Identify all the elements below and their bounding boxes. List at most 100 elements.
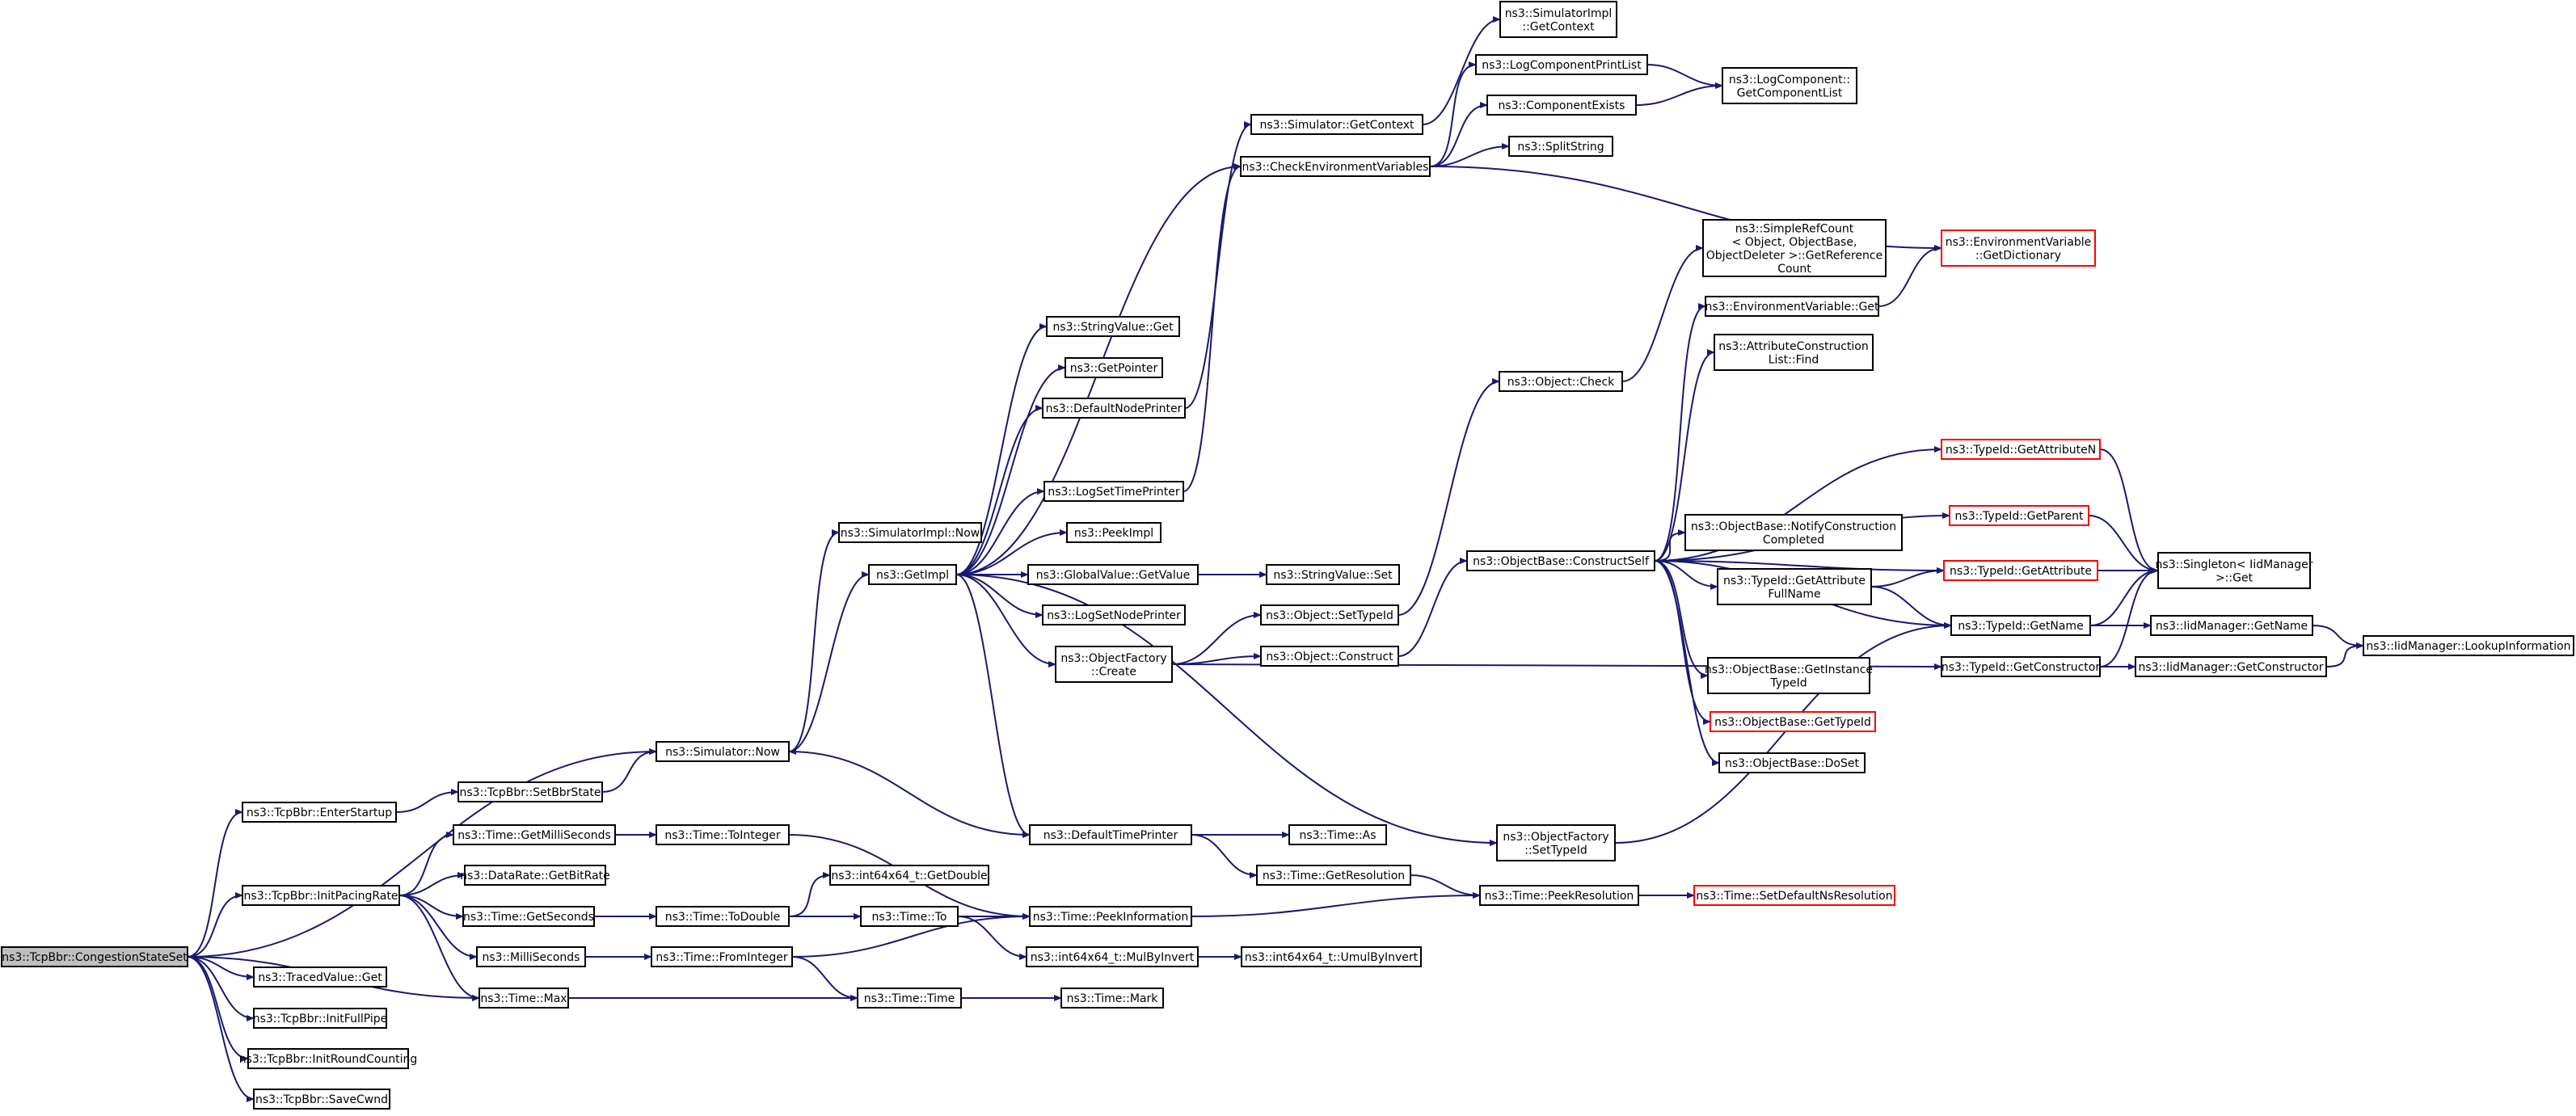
node-get-milli-seconds[interactable]: ns3::Time::GetMilliSeconds (453, 824, 616, 845)
node-box (1499, 1, 1617, 38)
node-box (1046, 316, 1180, 337)
node-get-impl[interactable]: ns3::GetImpl (868, 564, 957, 585)
node-type-id-get-name[interactable]: ns3::TypeId::GetName (1950, 615, 2091, 636)
node-object-set-type-id[interactable]: ns3::Object::SetTypeId (1260, 604, 1399, 625)
node-environment-variable-get-dictionary[interactable]: ns3::EnvironmentVariable::GetDictionary (1941, 230, 2096, 267)
node-string-value-set[interactable]: ns3::StringValue::Set (1266, 564, 1400, 585)
node-get-bit-rate[interactable]: ns3::DataRate::GetBitRate (460, 865, 610, 886)
node-simulator-impl-get-context[interactable]: ns3::SimulatorImpl::GetContext (1499, 1, 1617, 38)
node-simulator-get-context[interactable]: ns3::Simulator::GetContext (1250, 114, 1423, 135)
node-label: ns3::Time::PeekResolution (1485, 890, 1634, 903)
node-label: ns3::SimulatorImpl::Now (841, 527, 980, 540)
node-simple-ref-count[interactable]: ns3::SimpleRefCount< Object, ObjectBase,… (1702, 219, 1887, 277)
node-time-mark[interactable]: ns3::Time::Mark (1060, 988, 1164, 1009)
node-time-time[interactable]: ns3::Time::Time (857, 988, 962, 1009)
node-label: ns3::MilliSeconds (483, 951, 580, 964)
node-time-max[interactable]: ns3::Time::Max (479, 988, 569, 1009)
node-peek-resolution[interactable]: ns3::Time::PeekResolution (1479, 885, 1639, 906)
node-iid-manager-lookup-information[interactable]: ns3::IidManager::LookupInformation (2363, 635, 2574, 656)
node-init-full-pipe[interactable]: ns3::TcpBbr::InitFullPipe (253, 1008, 388, 1029)
node-umul-by-invert[interactable]: ns3::int64x64_t::UmulByInvert (1241, 946, 1422, 967)
node-get-double[interactable]: ns3::int64x64_t::GetDouble (829, 865, 989, 886)
node-component-exists[interactable]: ns3::ComponentExists (1486, 95, 1637, 116)
node-object-factory-create[interactable]: ns3::ObjectFactory::Create (1055, 646, 1173, 683)
node-iid-manager-get-name[interactable]: ns3::IidManager::GetName (2150, 615, 2313, 636)
edge-object-construct-to-object-base-construct-self (1398, 558, 1468, 657)
node-object-construct[interactable]: ns3::Object::Construct (1260, 646, 1399, 667)
node-label: ns3::Time::GetResolution (1263, 870, 1405, 882)
node-log-set-time-printer[interactable]: ns3::LogSetTimePrinter (1043, 481, 1184, 502)
node-type-id-get-parent[interactable]: ns3::TypeId::GetParent (1949, 505, 2089, 526)
node-enter-startup[interactable]: ns3::TcpBbr::EnterStartup (242, 802, 397, 823)
node-time-as[interactable]: ns3::Time::As (1288, 824, 1387, 845)
node-simulator-now[interactable]: ns3::Simulator::Now (656, 741, 790, 762)
node-log-component-get-component-list[interactable]: ns3::LogComponent::GetComponentList (1722, 67, 1857, 104)
node-label: ns3::ObjectFactory (1060, 652, 1166, 665)
node-set-bbr-state[interactable]: ns3::TcpBbr::SetBbrState (457, 781, 603, 802)
node-label: ns3::Time::ToDouble (665, 911, 781, 924)
node-mul-by-invert[interactable]: ns3::int64x64_t::MulByInvert (1026, 946, 1199, 967)
edge-default-time-printer-to-get-resolution (1191, 834, 1258, 878)
node-get-seconds[interactable]: ns3::Time::GetSeconds (462, 906, 595, 927)
node-save-cwnd[interactable]: ns3::TcpBbr::SaveCwnd (253, 1089, 390, 1110)
node-peek-impl[interactable]: ns3::PeekImpl (1066, 522, 1162, 543)
node-box (1466, 550, 1655, 571)
node-label: ns3::ObjectBase::NotifyConstruction (1691, 520, 1896, 533)
node-label: ns3::int64x64_t::UmulByInvert (1245, 951, 1419, 964)
node-box (1256, 865, 1411, 886)
edge-get-attribute-full-name-to-type-id-get-attribute (1870, 567, 1945, 587)
node-init-round-counting[interactable]: ns3::TcpBbr::InitRoundCounting (239, 1048, 418, 1069)
node-box (829, 865, 989, 886)
node-default-node-printer[interactable]: ns3::DefaultNodePrinter (1042, 398, 1186, 419)
node-peek-information[interactable]: ns3::Time::PeekInformation (1029, 906, 1192, 927)
edge-simulator-now-to-get-impl (788, 571, 870, 752)
node-object-base-construct-self[interactable]: ns3::ObjectBase::ConstructSelf (1466, 550, 1655, 571)
node-box (1941, 439, 2101, 460)
node-notify-construction-completed[interactable]: ns3::ObjectBase::NotifyConstructionCompl… (1684, 514, 1903, 551)
node-check-environment-variables[interactable]: ns3::CheckEnvironmentVariables (1240, 156, 1431, 177)
node-log-set-node-printer[interactable]: ns3::LogSetNodePrinter (1042, 604, 1186, 625)
node-to-integer[interactable]: ns3::Time::ToInteger (656, 824, 790, 845)
node-traced-value-get[interactable]: ns3::TracedValue::Get (253, 966, 387, 988)
node-to-double[interactable]: ns3::Time::ToDouble (656, 906, 790, 927)
node-box (1943, 560, 2098, 581)
node-label: ns3::Singleton< IidManager (2156, 558, 2313, 571)
node-get-resolution[interactable]: ns3::Time::GetResolution (1256, 865, 1411, 886)
node-string-value-get[interactable]: ns3::StringValue::Get (1046, 316, 1180, 337)
node-simulator-impl-now[interactable]: ns3::SimulatorImpl::Now (838, 522, 982, 543)
node-congestion-state-set[interactable]: ns3::TcpBbr::CongestionStateSet (1, 946, 188, 967)
node-set-default-ns-resolution[interactable]: ns3::Time::SetDefaultNsResolution (1693, 885, 1895, 906)
node-object-check[interactable]: ns3::Object::Check (1499, 371, 1623, 392)
node-default-time-printer[interactable]: ns3::DefaultTimePrinter (1029, 824, 1192, 845)
node-environment-variable-get[interactable]: ns3::EnvironmentVariable::Get (1705, 296, 1879, 317)
node-label: ns3::TcpBbr::InitRoundCounting (239, 1053, 418, 1066)
node-label: ns3::DataRate::GetBitRate (460, 870, 610, 882)
node-box (464, 865, 606, 886)
edge-object-factory-set-type-id-to-type-id-get-name (1614, 622, 1952, 844)
edge-congestion-state-set-to-init-pacing-rate (187, 892, 243, 958)
node-label: ns3::TcpBbr::InitPacingRate (244, 890, 398, 903)
node-split-string[interactable]: ns3::SplitString (1508, 136, 1613, 157)
node-box (253, 1008, 387, 1029)
node-time-to[interactable]: ns3::Time::To (860, 906, 959, 927)
node-singleton-iid-manager-get[interactable]: ns3::Singleton< IidManager>::Get (2156, 552, 2313, 589)
node-init-pacing-rate[interactable]: ns3::TcpBbr::InitPacingRate (242, 885, 400, 906)
node-type-id-get-attribute-n[interactable]: ns3::TypeId::GetAttributeN (1941, 439, 2101, 460)
node-box (1950, 615, 2091, 636)
node-milli-seconds[interactable]: ns3::MilliSeconds (476, 946, 586, 967)
node-global-value-get-value[interactable]: ns3::GlobalValue::GetValue (1027, 564, 1199, 585)
node-log-component-print-list[interactable]: ns3::LogComponentPrintList (1475, 54, 1648, 75)
node-type-id-get-attribute[interactable]: ns3::TypeId::GetAttribute (1943, 560, 2098, 581)
node-object-base-get-type-id[interactable]: ns3::ObjectBase::GetTypeId (1710, 711, 1876, 732)
node-box (1043, 481, 1184, 502)
node-type-id-get-constructor[interactable]: ns3::TypeId::GetConstructor (1941, 656, 2101, 677)
node-from-integer[interactable]: ns3::Time::FromInteger (651, 946, 793, 967)
node-get-pointer[interactable]: ns3::GetPointer (1065, 357, 1163, 378)
node-object-factory-set-type-id[interactable]: ns3::ObjectFactory::SetTypeId (1496, 824, 1616, 861)
edge-time-to-to-mul-by-invert (957, 916, 1027, 960)
node-object-base-do-set[interactable]: ns3::ObjectBase::DoSet (1718, 752, 1866, 773)
node-iid-manager-get-constructor[interactable]: ns3::IidManager::GetConstructor (2135, 656, 2327, 677)
